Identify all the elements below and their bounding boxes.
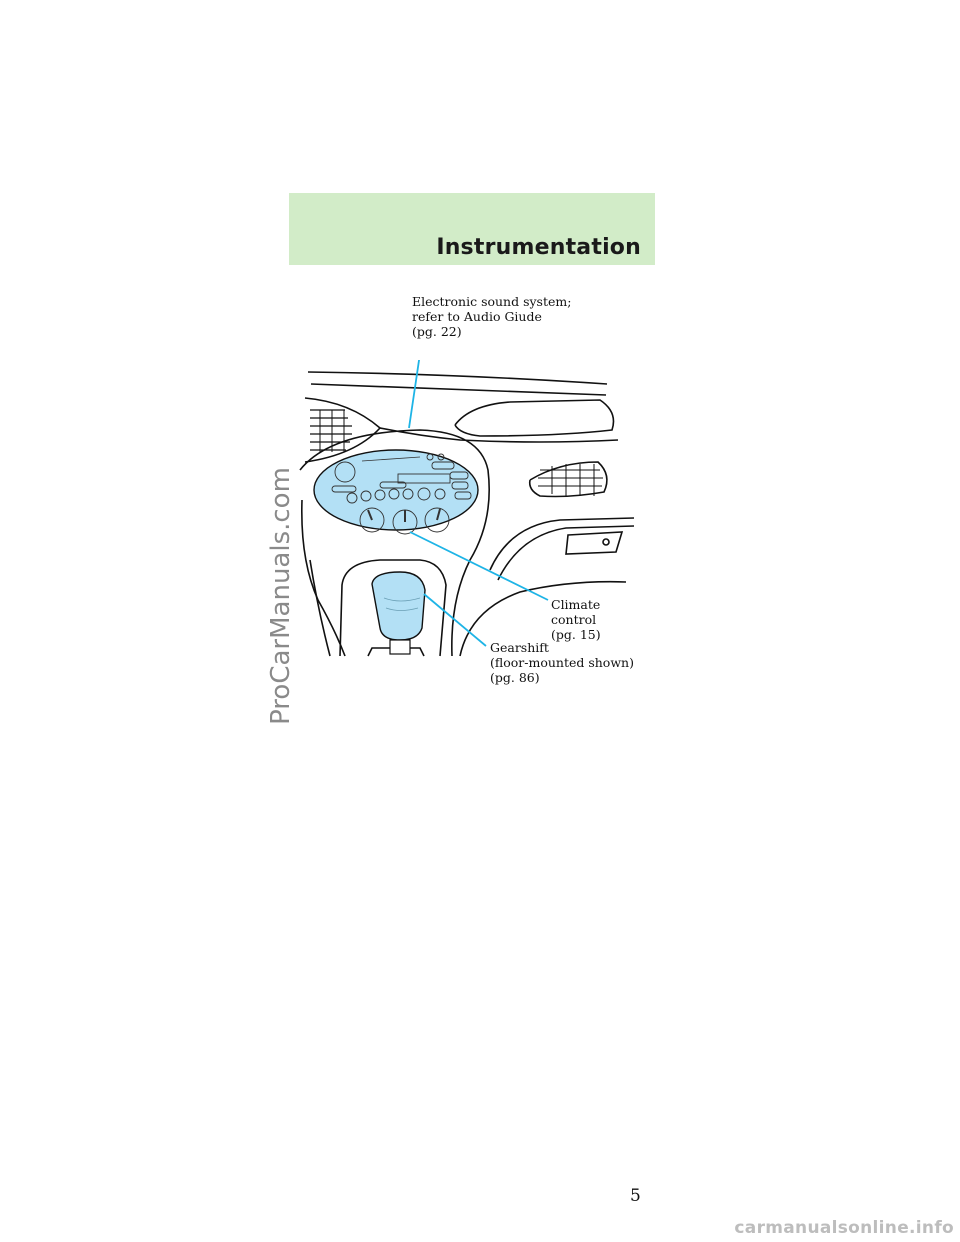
watermark-carmanualsonline: carmanualsonline.info	[734, 1218, 954, 1238]
callout-audio-line-2: refer to Audio Giude	[412, 309, 542, 324]
callout-climate-control: Climate control (pg. 15)	[551, 597, 601, 642]
callout-gearshift: Gearshift (floor-mounted shown) (pg. 86)	[490, 640, 634, 685]
section-title: Instrumentation	[436, 235, 641, 260]
callout-audio-line-3: (pg. 22)	[412, 324, 462, 339]
callout-audio-system: Electronic sound system; refer to Audio …	[412, 294, 571, 339]
callout-audio-line-1: Electronic sound system;	[412, 294, 572, 309]
callout-climate-line-2: control	[551, 612, 597, 627]
section-header-band: Instrumentation	[289, 193, 655, 265]
callout-gear-line-3: (pg. 86)	[490, 670, 540, 685]
page-number: 5	[630, 1186, 641, 1206]
callout-climate-line-3: (pg. 15)	[551, 627, 601, 642]
callout-gear-line-1: Gearshift	[490, 640, 549, 655]
callout-climate-line-1: Climate	[551, 597, 601, 612]
dashboard-illustration	[299, 360, 635, 657]
watermark-procarmanuals: ProCarManuals.com	[266, 467, 296, 725]
callout-gear-line-2: (floor-mounted shown)	[490, 655, 634, 670]
